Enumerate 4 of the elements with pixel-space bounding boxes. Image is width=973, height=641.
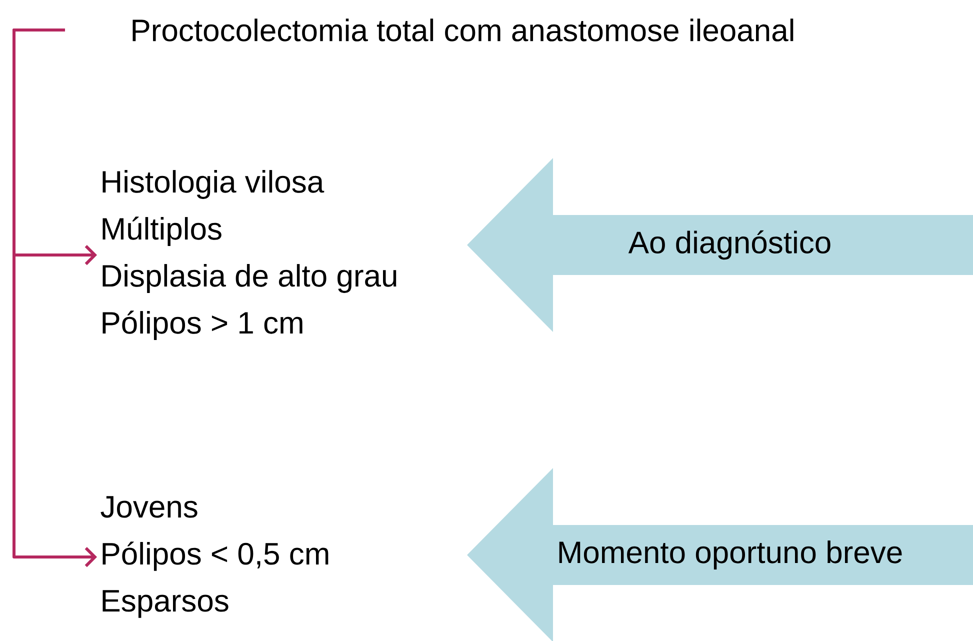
criteria-list: Histologia vilosa Múltiplos Displasia de alto grau Pólipos > 1 cm [102, 170, 396, 340]
title-text: Proctocolectomia total com anastomose ileoanal [132, 18, 794, 42]
criteria-list: Jovens Pólipos < 0,5 cm Esparsos [100, 496, 328, 618]
bracket-arrow [12, 28, 97, 568]
